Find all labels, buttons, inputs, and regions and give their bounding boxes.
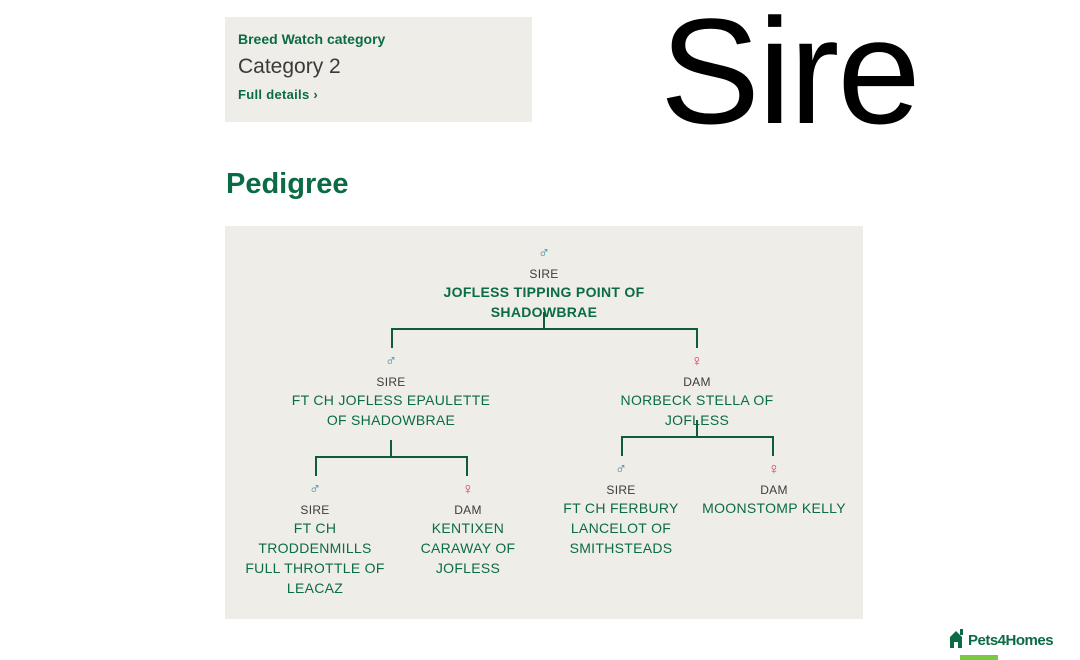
connector-bracket bbox=[391, 328, 698, 348]
pedigree-sire[interactable]: ♂ SIRE FT CH JOFLESS EPAULETTE OF SHADOW… bbox=[281, 354, 501, 430]
pedigree-heading: Pedigree bbox=[226, 168, 349, 200]
logo-accent-bar bbox=[960, 655, 998, 660]
male-icon: ♂ bbox=[309, 481, 321, 498]
role-label: SIRE bbox=[606, 483, 636, 497]
full-details-link[interactable]: Full details › bbox=[238, 87, 319, 102]
overlay-title: Sire bbox=[660, 0, 921, 155]
logo-text: Pets4Homes bbox=[968, 632, 1054, 649]
connector-bracket bbox=[315, 456, 468, 476]
dog-name: FT CH TRODDENMILLS FULL THROTTLE OF LEAC… bbox=[245, 520, 385, 596]
pedigree-dam-dam[interactable]: ♀ DAM MOONSTOMP KELLY bbox=[699, 462, 849, 518]
pedigree-tree: ♂ SIRE JOFLESS TIPPING POINT OF SHADOWBR… bbox=[225, 226, 863, 619]
connector-stem bbox=[696, 420, 698, 438]
dog-name: FT CH FERBURY LANCELOT OF SMITHSTEADS bbox=[563, 500, 679, 556]
male-icon: ♂ bbox=[615, 461, 627, 478]
pedigree-dam-sire[interactable]: ♂ SIRE FT CH FERBURY LANCELOT OF SMITHST… bbox=[557, 462, 685, 558]
connector-bracket bbox=[621, 436, 774, 456]
dog-name: FT CH JOFLESS EPAULETTE OF SHADOWBRAE bbox=[291, 392, 491, 428]
female-icon: ♀ bbox=[691, 353, 703, 370]
pedigree-sire-sire[interactable]: ♂ SIRE FT CH TRODDENMILLS FULL THROTTLE … bbox=[243, 482, 387, 598]
male-icon: ♂ bbox=[538, 245, 550, 262]
pedigree-root[interactable]: ♂ SIRE JOFLESS TIPPING POINT OF SHADOWBR… bbox=[394, 246, 694, 322]
pedigree-dam[interactable]: ♀ DAM NORBECK STELLA OF JOFLESS bbox=[587, 354, 807, 430]
connector-stem bbox=[543, 312, 545, 330]
pets4homes-logo[interactable]: Pets4Homes bbox=[949, 628, 1061, 660]
role-label: DAM bbox=[454, 503, 482, 517]
pedigree-sire-dam[interactable]: ♀ DAM KENTIXEN CARAWAY OF JOFLESS bbox=[397, 482, 539, 578]
female-icon: ♀ bbox=[462, 481, 474, 498]
female-icon: ♀ bbox=[768, 461, 780, 478]
dog-name: MOONSTOMP KELLY bbox=[702, 500, 846, 516]
connector-stem bbox=[390, 440, 392, 458]
role-label: SIRE bbox=[300, 503, 330, 517]
role-label: DAM bbox=[760, 483, 788, 497]
house-icon bbox=[950, 629, 963, 648]
role-label: DAM bbox=[683, 375, 711, 389]
role-label: SIRE bbox=[529, 267, 559, 281]
breed-watch-label: Breed Watch category bbox=[238, 31, 386, 47]
role-label: SIRE bbox=[376, 375, 406, 389]
dog-name: KENTIXEN CARAWAY OF JOFLESS bbox=[420, 520, 516, 576]
male-icon: ♂ bbox=[385, 353, 397, 370]
breed-watch-card: Breed Watch category Category 2 Full det… bbox=[225, 17, 532, 122]
breed-watch-value: Category 2 bbox=[238, 55, 341, 78]
